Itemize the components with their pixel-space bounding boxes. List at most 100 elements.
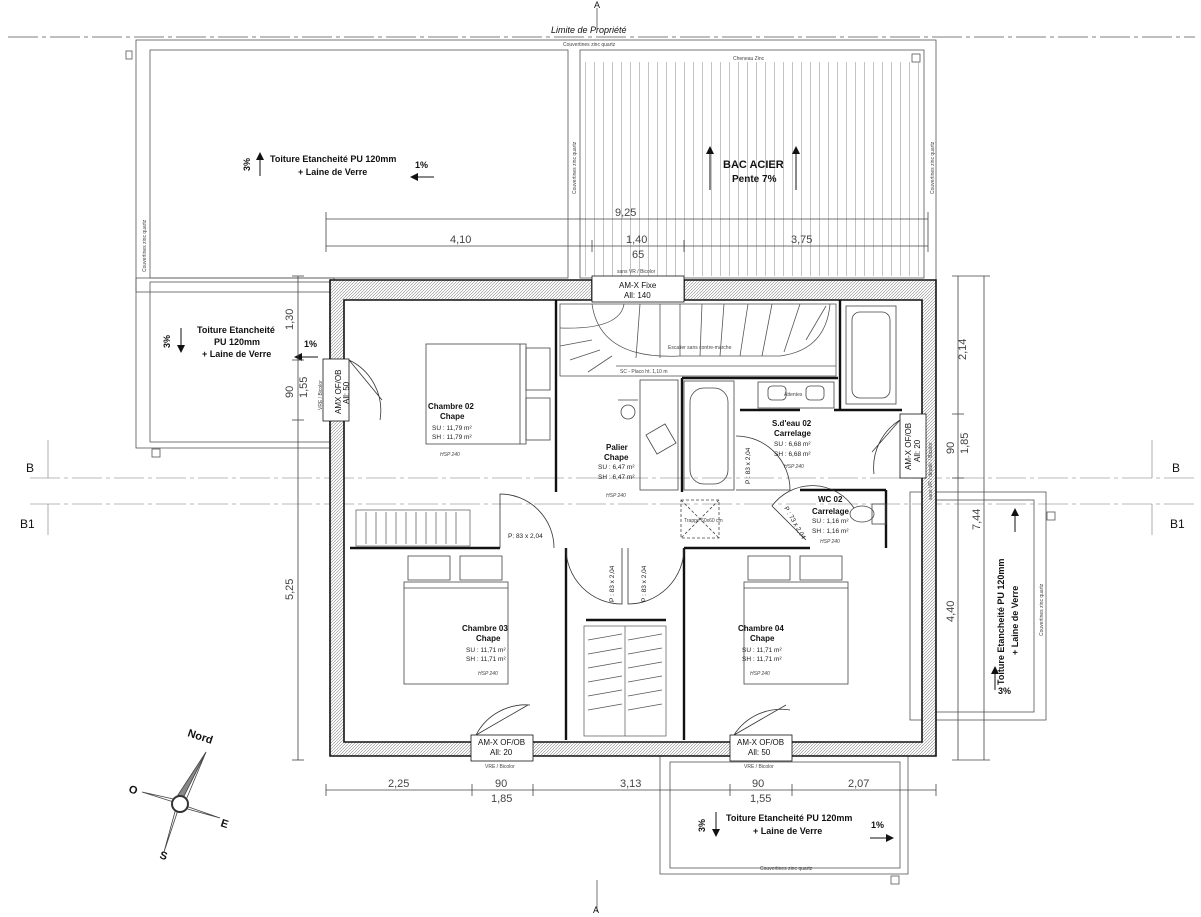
- zinc-top-label: Couvertines zinc quartz: [563, 42, 616, 48]
- dim-right-a: 2,14: [957, 339, 969, 360]
- room-wc-name: WC 02: [818, 495, 843, 504]
- property-limit: Limite de Propriété: [8, 25, 1195, 38]
- dim-bottom-a: 2,25: [388, 778, 409, 790]
- window-top: sans VR / Bicolor AM-X Fixe All: 140: [617, 269, 657, 300]
- window-bottom-right-size: All: 50: [748, 748, 771, 757]
- window-bottom-right-note: VRE / Bicolor: [744, 764, 774, 770]
- dim-bottom-d: 90: [752, 778, 764, 790]
- room-ch04-sh: SH : 11,71 m²: [742, 656, 782, 663]
- zinc-east-label: Couvertines zinc quartz: [1039, 583, 1045, 636]
- room-chambre-02: Chambre 02 Chape SU : 11,79 m² SH : 11,7…: [428, 402, 474, 458]
- roof-south-slope-a: 3%: [697, 819, 707, 832]
- compass-rose: [141, 751, 221, 853]
- roof-east-line1: Toiture Etancheité PU 120mm: [996, 559, 1006, 685]
- compass-east: E: [219, 817, 230, 831]
- room-wc-floor: Carrelage: [812, 507, 849, 516]
- dim-right-b: 90: [945, 442, 957, 454]
- window-top-note: sans VR / Bicolor: [617, 269, 656, 275]
- stair-annotation: Escalier sans contre-marche: [668, 345, 732, 351]
- window-bottom-left: AM-X OF/OB All: 20 VRE / Bicolor: [478, 738, 525, 770]
- zinc-mid-left-label: Couvertines zinc quartz: [572, 141, 578, 194]
- door-swings: [348, 359, 901, 736]
- roof-west-slope-a: 3%: [162, 335, 172, 348]
- compass-north: Nord: [186, 727, 214, 746]
- window-bottom-right: AM-X OF/OB All: 50 VRE / Bicolor: [737, 738, 784, 770]
- roof-nw-line1: Toiture Etancheité PU 120mm: [270, 154, 396, 164]
- section-mark-a-bottom: A: [593, 905, 599, 915]
- roof-west-line2: PU 120mm: [214, 337, 260, 347]
- dim-right-e: 4,40: [945, 601, 957, 622]
- room-sde-sh: SH : 6,68 m²: [774, 451, 811, 458]
- room-wc-02: WC 02 Carrelage SU : 1,16 m² SH : 1,16 m…: [812, 495, 849, 545]
- roof-east-line2: + Laine de Verre: [1010, 586, 1020, 655]
- section-mark-b1-left: B1: [20, 517, 35, 531]
- room-sde-name: S.d'eau 02: [772, 419, 812, 428]
- room-ch02-name: Chambre 02: [428, 402, 474, 411]
- window-bottom-right-type: AM-X OF/OB: [737, 738, 784, 747]
- staircase: [559, 303, 837, 377]
- zinc-bottom-label: Couvertines zinc quartz: [760, 866, 813, 872]
- door-wc-label: P : 73 x 2,04: [782, 506, 806, 541]
- roof-east: Toiture Etancheité PU 120mm + Laine de V…: [991, 508, 1020, 696]
- bac-acier-sheet: [584, 62, 922, 276]
- cheneau-label: Cheneau Zinc: [733, 56, 765, 62]
- window-left: AMX OF/OB All: 50 VRE / Bicolor: [318, 370, 351, 414]
- window-left-type: AMX OF/OB: [334, 370, 343, 414]
- exterior-walls: [322, 275, 937, 762]
- window-right-type: AM-X OF/OB: [904, 423, 913, 470]
- window-right-note: sans VR / depolir / Bicolor: [928, 442, 934, 500]
- door-ch02-label: P: 83 x 2,04: [508, 533, 543, 540]
- door-ch03-label: P : 83 x 2,04: [609, 565, 616, 602]
- dim-top-d: 65: [632, 249, 644, 261]
- dim-left-b: 1,55: [298, 377, 310, 398]
- dim-bottom-e: 2,07: [848, 778, 869, 790]
- property-limit-label: Limite de Propriété: [551, 25, 627, 35]
- room-sde-su: SU : 6,68 m²: [774, 441, 811, 448]
- roof-west: Toiture Etancheité PU 120mm + Laine de V…: [162, 325, 318, 361]
- room-palier-name: Palier: [606, 443, 628, 452]
- room-palier-su: SU : 6,47 m²: [598, 464, 635, 471]
- interior-walls: [350, 300, 902, 740]
- room-ch03-floor: Chape: [476, 634, 501, 643]
- window-top-type: AM-X Fixe: [619, 281, 657, 290]
- roof-west-line1: Toiture Etancheité: [197, 325, 275, 335]
- room-wc-sh: SH : 1,16 m²: [812, 528, 849, 535]
- dim-bottom-g: 1,55: [750, 793, 771, 805]
- dim-left-a: 1,30: [284, 309, 296, 330]
- dim-top-total: 9,25: [615, 207, 636, 219]
- window-left-note: VRE / Bicolor: [318, 380, 324, 410]
- dimensions-top: [325, 212, 929, 252]
- room-palier: Palier Chape SU : 6,47 m² SH : 6,47 m² H…: [598, 443, 635, 499]
- roof-south-line1: Toiture Etancheité PU 120mm: [726, 813, 852, 823]
- meuble-annotation: Attentes: [784, 392, 803, 398]
- section-marks: A A B B B1 B1: [20, 0, 1195, 915]
- room-ch04-su: SU : 11,71 m²: [742, 647, 782, 654]
- window-bottom-left-note: VRE / Bicolor: [485, 764, 515, 770]
- beds: [403, 343, 849, 685]
- roof-east-slope: 3%: [998, 686, 1011, 696]
- room-ch02-hsp: HSP 240: [440, 452, 460, 458]
- placo-annotation: SC - Placo ht. 1,10 m: [620, 369, 668, 375]
- dim-right-c: 1,85: [959, 433, 971, 454]
- window-bottom-left-size: All: 20: [490, 748, 513, 757]
- section-mark-a-top: A: [594, 0, 600, 10]
- door-ch04-label: P : 83 x 2,04: [641, 565, 648, 602]
- dim-left-c: 90: [284, 386, 296, 398]
- roof-nw-slope-b: 1%: [415, 160, 428, 170]
- room-ch03-name: Chambre 03: [462, 624, 508, 633]
- compass-west: O: [127, 783, 139, 797]
- compass-south: S: [158, 849, 169, 863]
- room-sde-02: S.d'eau 02 Carrelage SU : 6,68 m² SH : 6…: [772, 419, 812, 470]
- roof-west-line3: + Laine de Verre: [202, 349, 271, 359]
- room-ch04-floor: Chape: [750, 634, 775, 643]
- bath-fixtures: [680, 305, 897, 539]
- room-ch02-sh: SH : 11,79 m²: [432, 434, 472, 441]
- room-ch03-su: SU : 11,71 m²: [466, 647, 506, 654]
- dim-bottom-f: 1,85: [491, 793, 512, 805]
- room-wc-hsp: HSP 240: [820, 539, 840, 545]
- door-sde-label: P : 83 x 2,04: [745, 447, 752, 484]
- room-ch04-hsp: HSP 240: [750, 671, 770, 677]
- window-top-size: All: 140: [624, 291, 651, 300]
- roof-nw-line2: + Laine de Verre: [298, 167, 367, 177]
